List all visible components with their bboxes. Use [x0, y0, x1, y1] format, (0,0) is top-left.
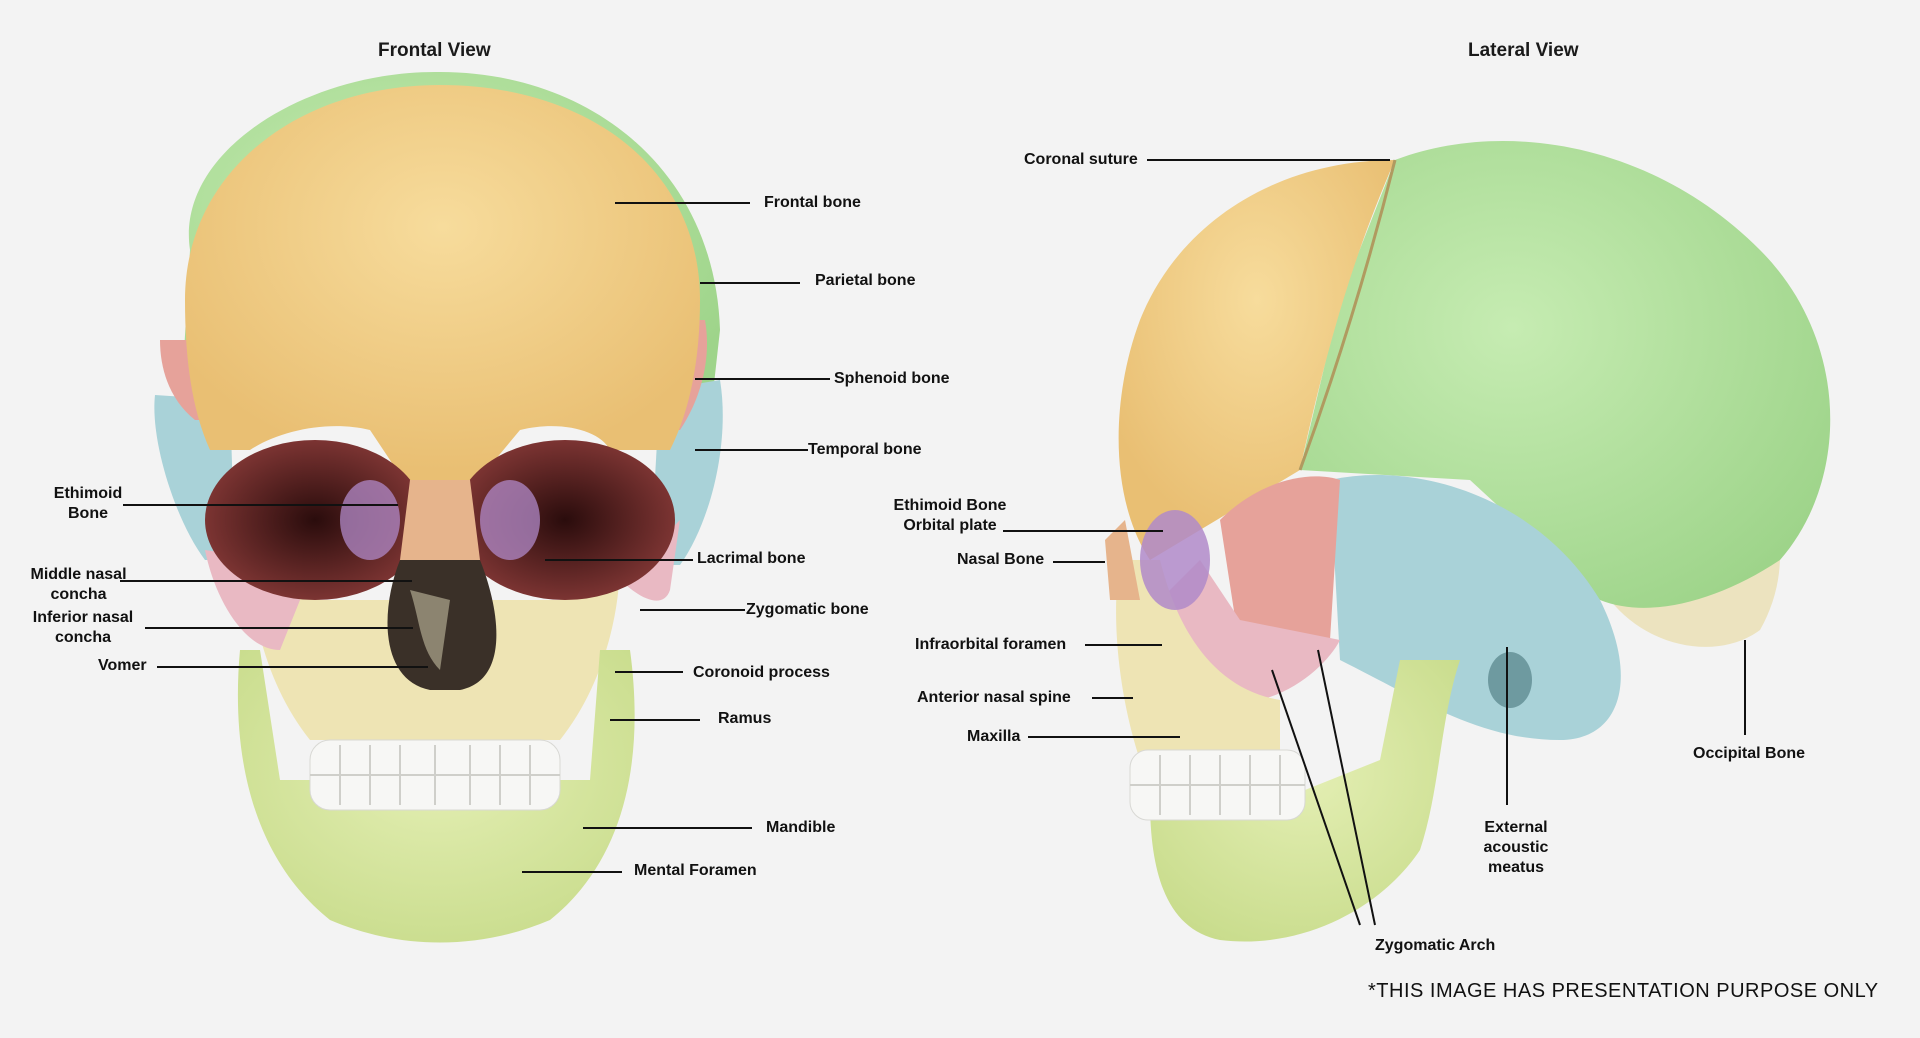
- label-mental-foramen: Mental Foramen: [634, 862, 757, 879]
- frontal-nasal-bridge: [400, 480, 480, 560]
- label-infraorbital-foramen: Infraorbital foramen: [915, 636, 1067, 653]
- frontal-view-title: Frontal View: [378, 40, 491, 61]
- label-inferior-nasal-concha: Inferior nasal concha: [22, 608, 144, 648]
- label-sphenoid-bone: Sphenoid bone: [834, 370, 950, 387]
- label-coronal-suture: Coronal suture: [1024, 151, 1138, 168]
- label-external-line3: meatus: [1487, 859, 1545, 876]
- label-middle-nasal-concha: Middle nasal concha: [22, 565, 135, 605]
- lateral-sphenoid: [1220, 476, 1340, 650]
- lateral-view-title: Lateral View: [1468, 40, 1579, 61]
- lateral-skull: [1105, 140, 1831, 942]
- label-nasal-bone: Nasal Bone: [957, 551, 1045, 568]
- lateral-acoustic-meatus: [1488, 652, 1532, 708]
- frontal-frontal-bone: [185, 85, 700, 490]
- label-maxilla: Maxilla: [967, 728, 1021, 745]
- leader-lines: [120, 159, 1746, 926]
- lateral-maxilla: [1116, 560, 1280, 770]
- label-ethmoid-line2: Orbital plate: [903, 517, 997, 534]
- lateral-orbit: [1140, 510, 1210, 610]
- label-mandible: Mandible: [766, 819, 836, 836]
- label-vomer: Vomer: [98, 657, 147, 674]
- label-inferior-nasal-line2: concha: [54, 629, 111, 646]
- label-ethmoid-line1: Ethimoid Bone: [893, 497, 1007, 514]
- presentation-note: *THIS IMAGE HAS PRESENTATION PURPOSE ONL…: [1368, 980, 1879, 1002]
- frontal-conchae: [410, 590, 450, 670]
- lateral-parietal: [1300, 140, 1831, 608]
- frontal-ethmoid-left: [340, 480, 400, 560]
- label-lacrimal-bone: Lacrimal bone: [697, 550, 806, 567]
- lateral-coronal-suture-line: [1298, 159, 1397, 471]
- label-parietal-bone: Parietal bone: [815, 272, 916, 289]
- label-zygomatic-arch: Zygomatic Arch: [1375, 937, 1496, 954]
- label-coronoid-process: Coronoid process: [693, 664, 830, 681]
- frontal-ethmoid-right: [480, 480, 540, 560]
- label-ramus: Ramus: [718, 710, 772, 727]
- leader-zygomatic-arch-1: [1271, 669, 1361, 926]
- label-ethimoid-line1: Ethimoid: [53, 485, 123, 502]
- label-ethimoid-line2: Bone: [68, 505, 108, 522]
- leader-zygomatic-arch-2: [1317, 649, 1376, 926]
- label-middle-nasal-line1: Middle nasal: [30, 566, 127, 583]
- label-zygomatic-bone: Zygomatic bone: [746, 601, 869, 618]
- label-external-acoustic-meatus: External acoustic meatus: [1466, 818, 1566, 878]
- label-occipital-bone: Occipital Bone: [1693, 745, 1806, 762]
- label-external-line2: acoustic: [1483, 839, 1549, 856]
- label-inferior-nasal-line1: Inferior nasal: [32, 609, 134, 626]
- lateral-frontal: [1118, 160, 1395, 560]
- label-middle-nasal-line2: concha: [50, 586, 107, 603]
- label-anterior-nasal-spine: Anterior nasal spine: [917, 689, 1071, 706]
- label-frontal-bone: Frontal bone: [764, 194, 861, 211]
- label-external-line1: External: [1484, 819, 1548, 836]
- label-ethimoid-bone: Ethimoid Bone: [40, 484, 136, 524]
- label-temporal-bone: Temporal bone: [808, 441, 922, 458]
- label-ethmoid-orbital-plate: Ethimoid Bone Orbital plate: [880, 496, 1020, 536]
- lateral-nasal-bone: [1105, 520, 1140, 600]
